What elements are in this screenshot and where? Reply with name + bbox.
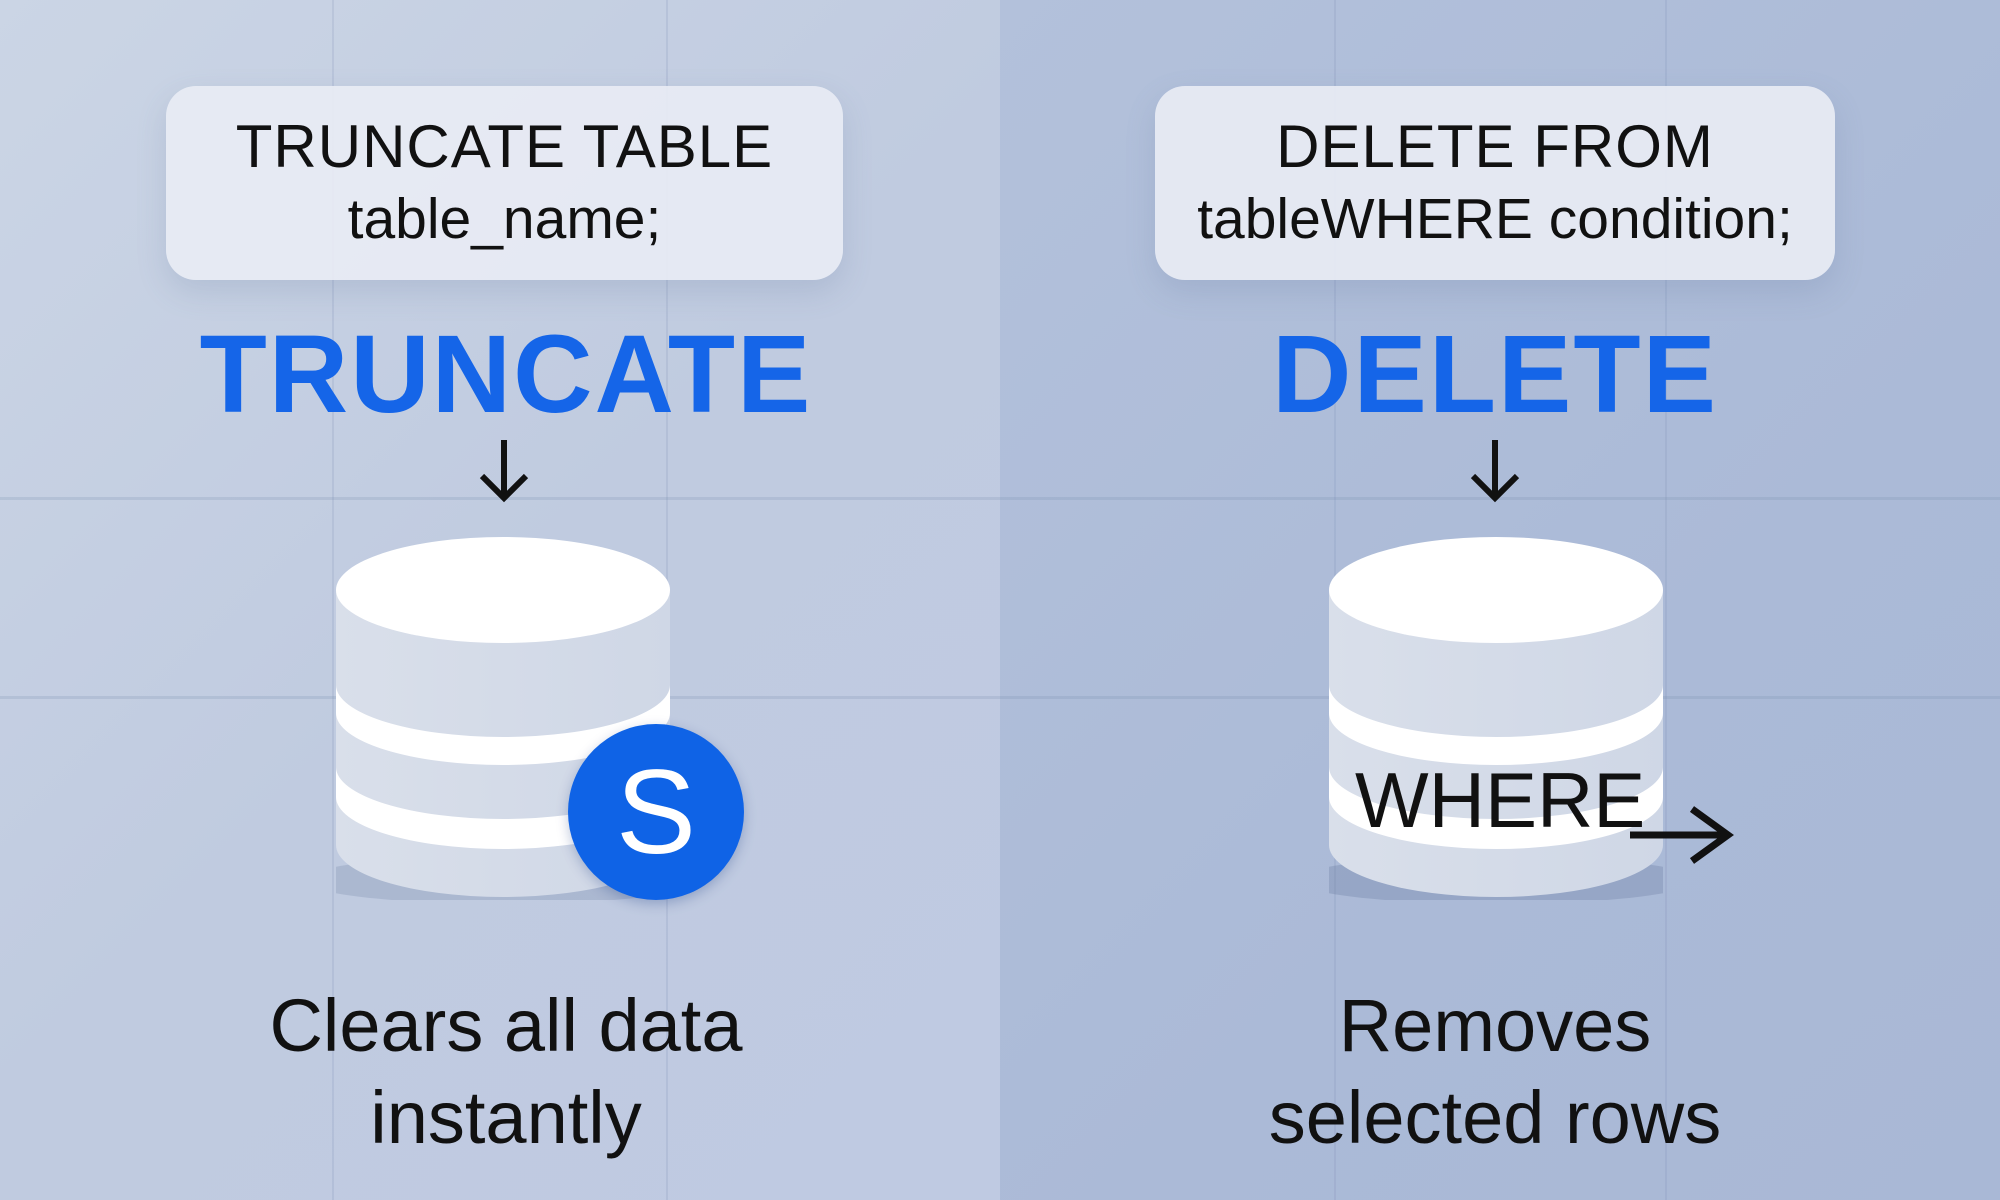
caption-line: instantly — [370, 1076, 642, 1159]
truncate-caption: Clears all data instantly — [6, 980, 1006, 1164]
grid-line — [1665, 0, 1667, 1200]
arrow-down-icon — [1470, 440, 1520, 503]
database-icon — [1329, 537, 1663, 900]
grid-line — [0, 497, 2000, 500]
where-label: WHERE — [1355, 756, 1646, 844]
caption-line: Removes — [1338, 984, 1652, 1067]
grid-line — [332, 0, 334, 1200]
code-line: TRUNCATE TABLE — [235, 113, 774, 180]
code-line: DELETE FROM — [1276, 113, 1714, 180]
delete-code-box: DELETE FROM tableWHERE condition; — [1155, 86, 1835, 280]
arrow-down-icon — [479, 440, 529, 503]
grid-line — [0, 696, 2000, 699]
delete-heading: DELETE — [1272, 313, 1718, 436]
truncate-code-box: TRUNCATE TABLE table_name; — [166, 86, 843, 280]
arrow-right-icon — [1630, 806, 1734, 864]
caption-line: selected rows — [1268, 1076, 1722, 1159]
caption-line: Clears all data — [269, 984, 743, 1067]
delete-caption: Removes selected rows — [995, 980, 1995, 1164]
truncate-heading: TRUNCATE — [199, 313, 813, 436]
code-line: tableWHERE condition; — [1197, 187, 1793, 251]
code-line: table_name; — [347, 187, 662, 251]
s-badge-icon: S — [568, 724, 744, 900]
